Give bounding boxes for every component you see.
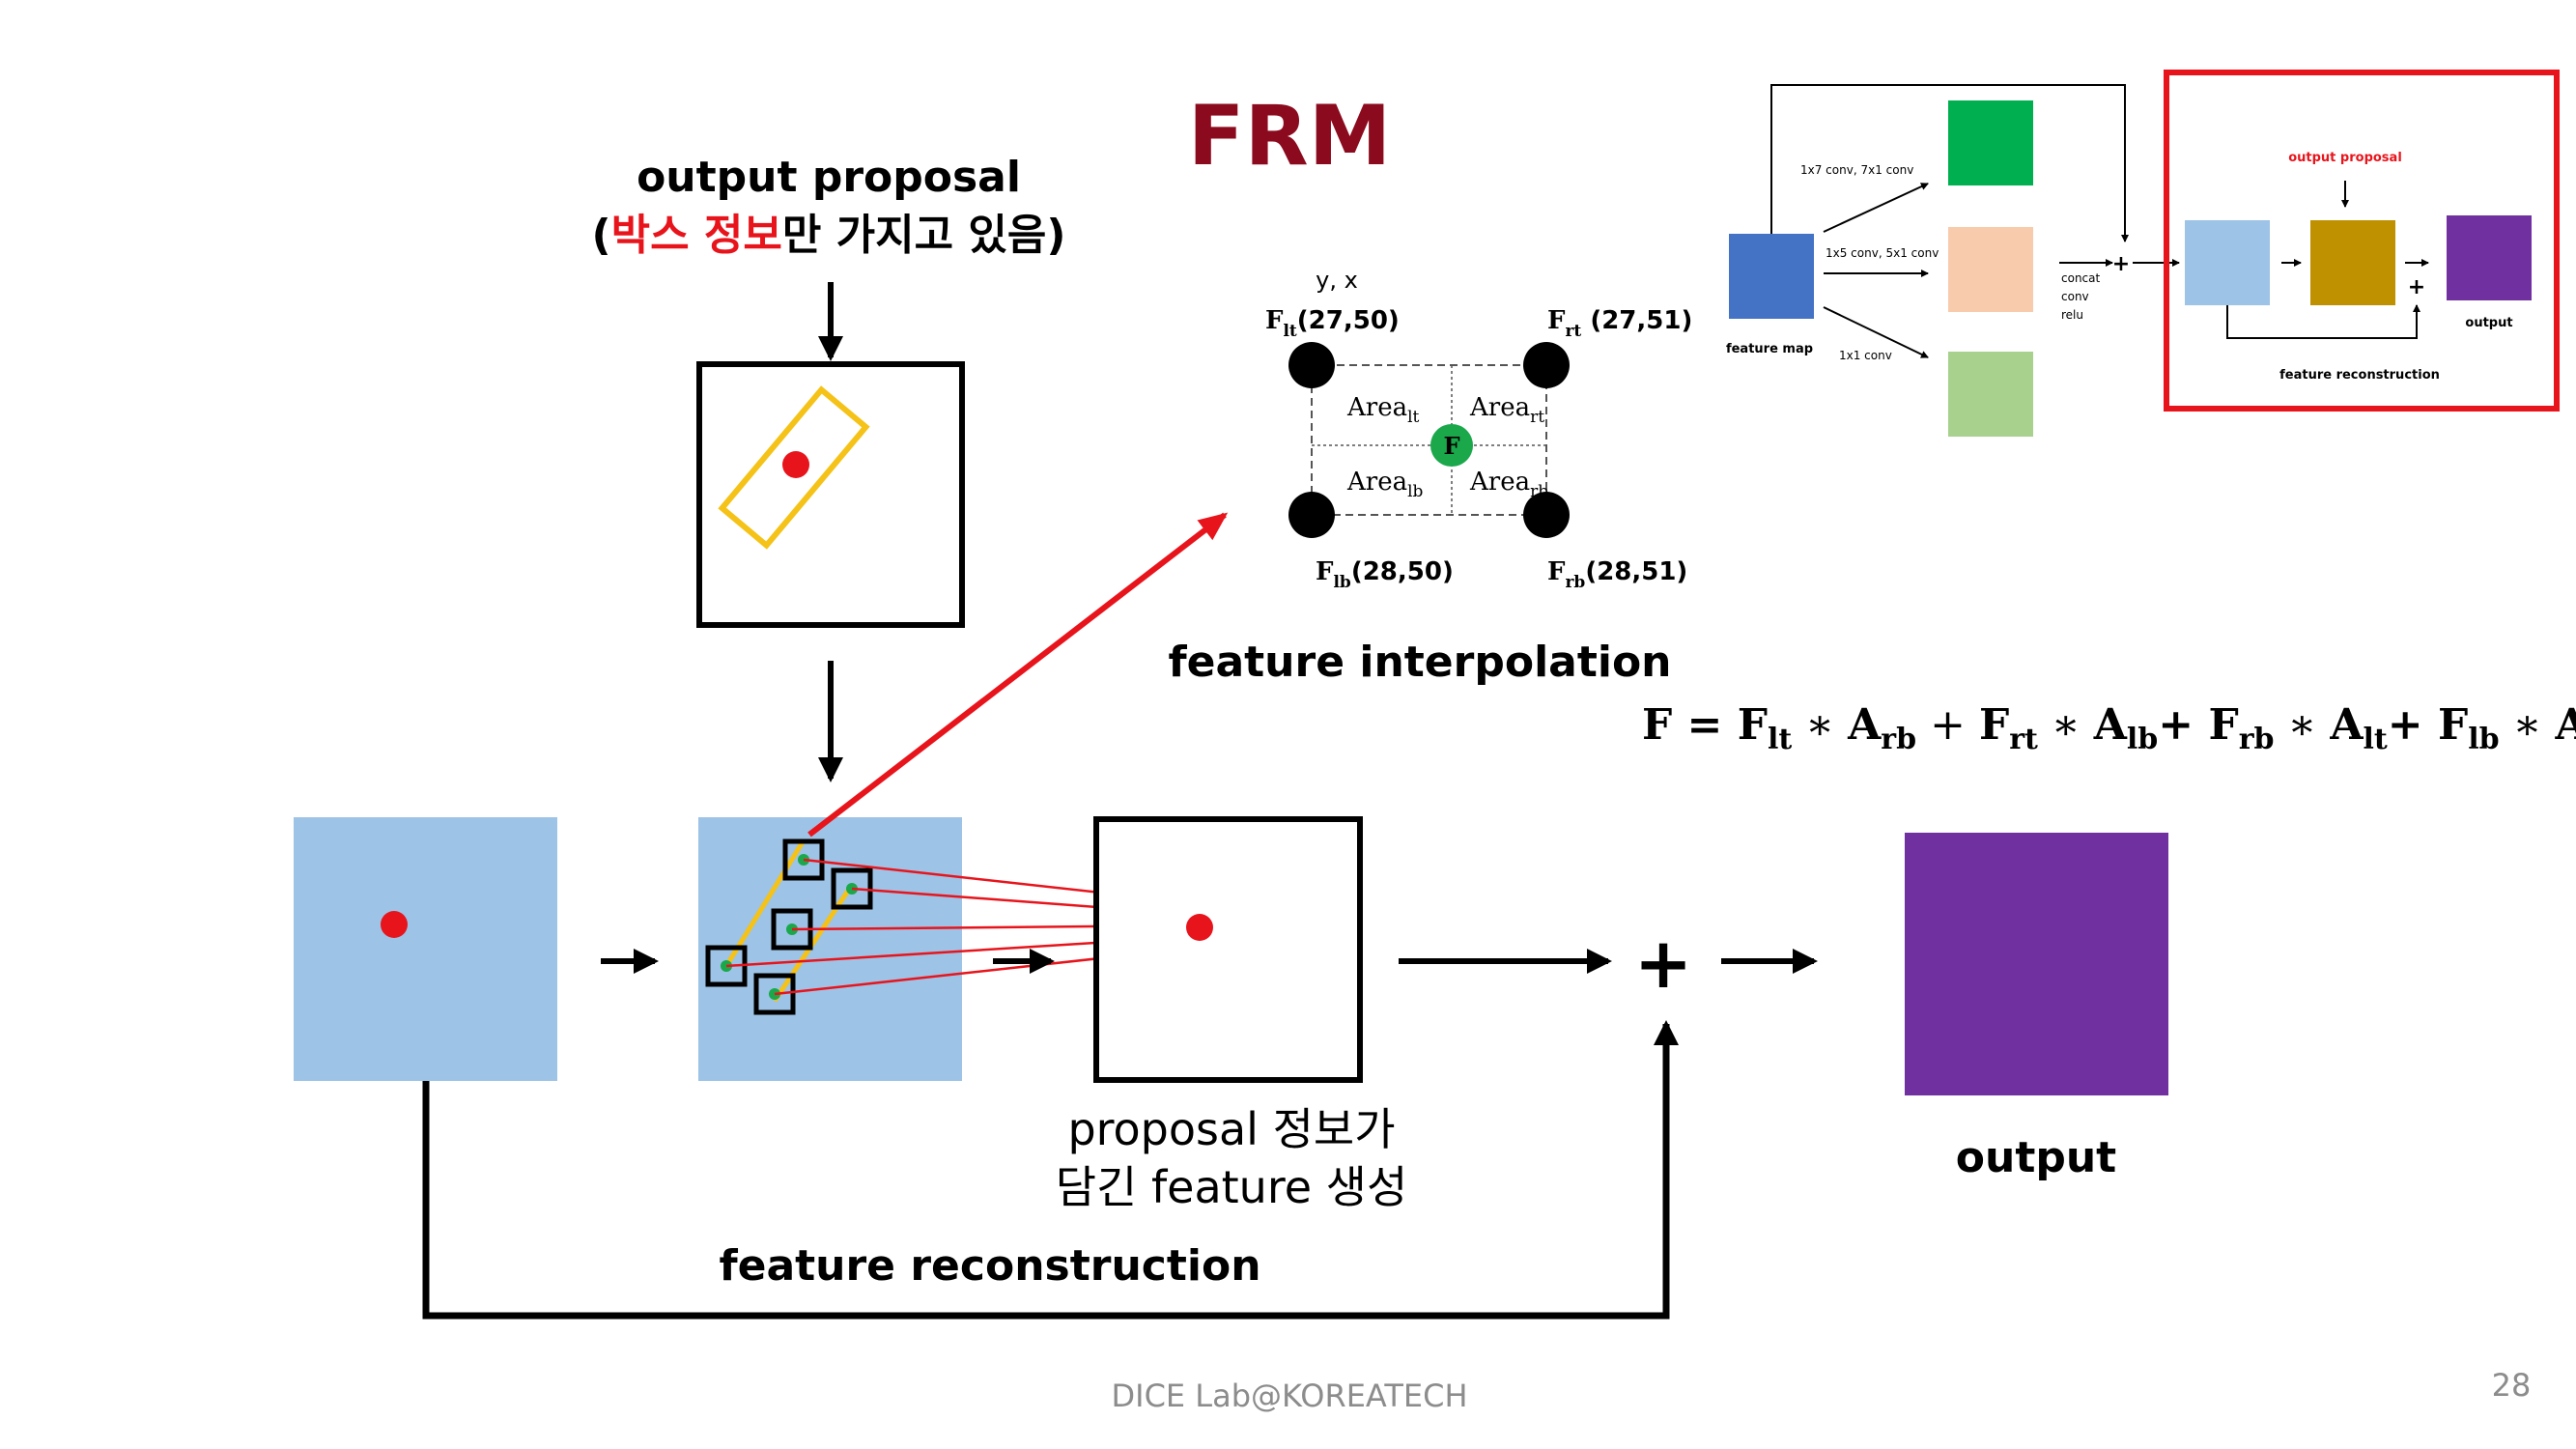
- skip-connection: [422, 1020, 1679, 1320]
- proposal-subtitle-open: (: [591, 211, 610, 260]
- proposal-subtitle-rest: 만 가지고 있음): [782, 211, 1066, 260]
- proposal-box: [696, 361, 965, 628]
- interp-center-node: [1430, 424, 1473, 467]
- thumb-feature-map: [1729, 234, 1814, 319]
- proposal-subtitle: (박스 정보만 가지고 있음): [591, 211, 1065, 260]
- interp-node-lt: [1288, 342, 1335, 388]
- output-caption: output: [1956, 1133, 2116, 1182]
- slide-title: FRM: [1188, 88, 1392, 185]
- thumb-concat-line1: concat: [2061, 271, 2100, 285]
- thumb-branch3-label: 1x1 conv: [1839, 349, 1892, 362]
- thumb-concat-line2: conv: [2061, 290, 2089, 303]
- thumb-arrow-branch3: [1823, 306, 1929, 358]
- proposal-rotated-rect: [718, 385, 870, 550]
- sum-plus-symbol: +: [1634, 923, 1692, 1004]
- thumb-output-label: output: [2465, 316, 2512, 330]
- interp-label-lt: Flt(27,50): [1265, 306, 1400, 341]
- input-feature-map: [294, 817, 557, 1081]
- thumb-branch3-block: [1948, 352, 2033, 437]
- interp-center-label: F: [1443, 432, 1459, 460]
- thumb-output-proposal: output proposal: [2288, 151, 2402, 165]
- thumb-branch2-label: 1x5 conv, 5x1 conv: [1826, 246, 1939, 260]
- thumb-frm-gold: [2310, 220, 2395, 305]
- proposal-heading: output proposal: [637, 153, 1021, 202]
- interp-coord-label: y, x: [1316, 267, 1358, 294]
- reconstruction-caption: feature reconstruction: [719, 1241, 1260, 1291]
- thumb-skip-line: [1770, 84, 2129, 242]
- result-feature-box: [1093, 816, 1363, 1083]
- thumb-branch2-block: [1948, 227, 2033, 312]
- interp-formula: F = Flt ∗ Arb + Frt ∗ Alb+ Frb ∗ Alt+ Fl…: [1642, 700, 2576, 756]
- thumb-reconstruction-label: feature reconstruction: [2279, 368, 2440, 383]
- thumb-arrow-branch1: [1823, 183, 1929, 233]
- thumb-branch1-block: [1948, 100, 2033, 185]
- sampling-yellow-edge: [723, 838, 807, 968]
- sampling-cell: [831, 867, 873, 910]
- thumb-frm-plus: +: [2408, 275, 2425, 299]
- interp-area-rb: Arearb: [1469, 468, 1548, 501]
- thumb-frm-output: [2447, 215, 2532, 300]
- thumb-frm-highlight: [2164, 70, 2560, 412]
- result-feature-dot: [1186, 914, 1213, 941]
- thumb-frm-skip: [2226, 304, 2420, 339]
- sampling-yellow-edge: [772, 883, 855, 1003]
- thumb-concat-line3: relu: [2061, 308, 2083, 322]
- sampling-cell: [753, 973, 796, 1015]
- thumb-frm-input: [2185, 220, 2270, 305]
- proposal-subtitle-red1: 박스: [611, 211, 690, 260]
- footer-lab: DICE Lab@KOREATECH: [1111, 1378, 1467, 1414]
- interp-node-rt: [1523, 342, 1570, 388]
- architecture-thumbnail: feature map 1x7 conv, 7x1 conv 1x5 conv,…: [1726, 70, 2560, 437]
- interp-area-lt: Arealt: [1346, 393, 1420, 427]
- proposal-subtitle-red2: 정보: [704, 211, 782, 260]
- thumb-plus: +: [2112, 252, 2130, 276]
- proposal-center-dot: [782, 451, 809, 478]
- interp-label-rb: Frb(28,51): [1547, 557, 1687, 592]
- interp-area-lb: Arealb: [1346, 468, 1424, 501]
- sampling-cell: [782, 838, 825, 881]
- arrow-to-interpolation: [807, 512, 1229, 838]
- input-feature-dot: [381, 911, 408, 938]
- output-feature-map: [1905, 833, 2168, 1095]
- interp-grid-outer: [1311, 364, 1547, 516]
- interp-label-rt: Frt (27,51): [1547, 306, 1692, 341]
- result-caption-line1: proposal 정보가: [1067, 1103, 1395, 1155]
- result-caption-line2: 담긴 feature 생성: [1056, 1161, 1408, 1213]
- interp-area-rt: Areart: [1469, 393, 1544, 427]
- interp-caption: feature interpolation: [1168, 638, 1671, 687]
- thumb-feature-map-label: feature map: [1726, 342, 1813, 356]
- thumb-branch1-label: 1x7 conv, 7x1 conv: [1800, 163, 1913, 177]
- interp-label-lb: Flb(28,50): [1316, 557, 1454, 592]
- interp-node-lb: [1288, 492, 1335, 538]
- interp-node-rb: [1523, 492, 1570, 538]
- page-number: 28: [2492, 1367, 2532, 1404]
